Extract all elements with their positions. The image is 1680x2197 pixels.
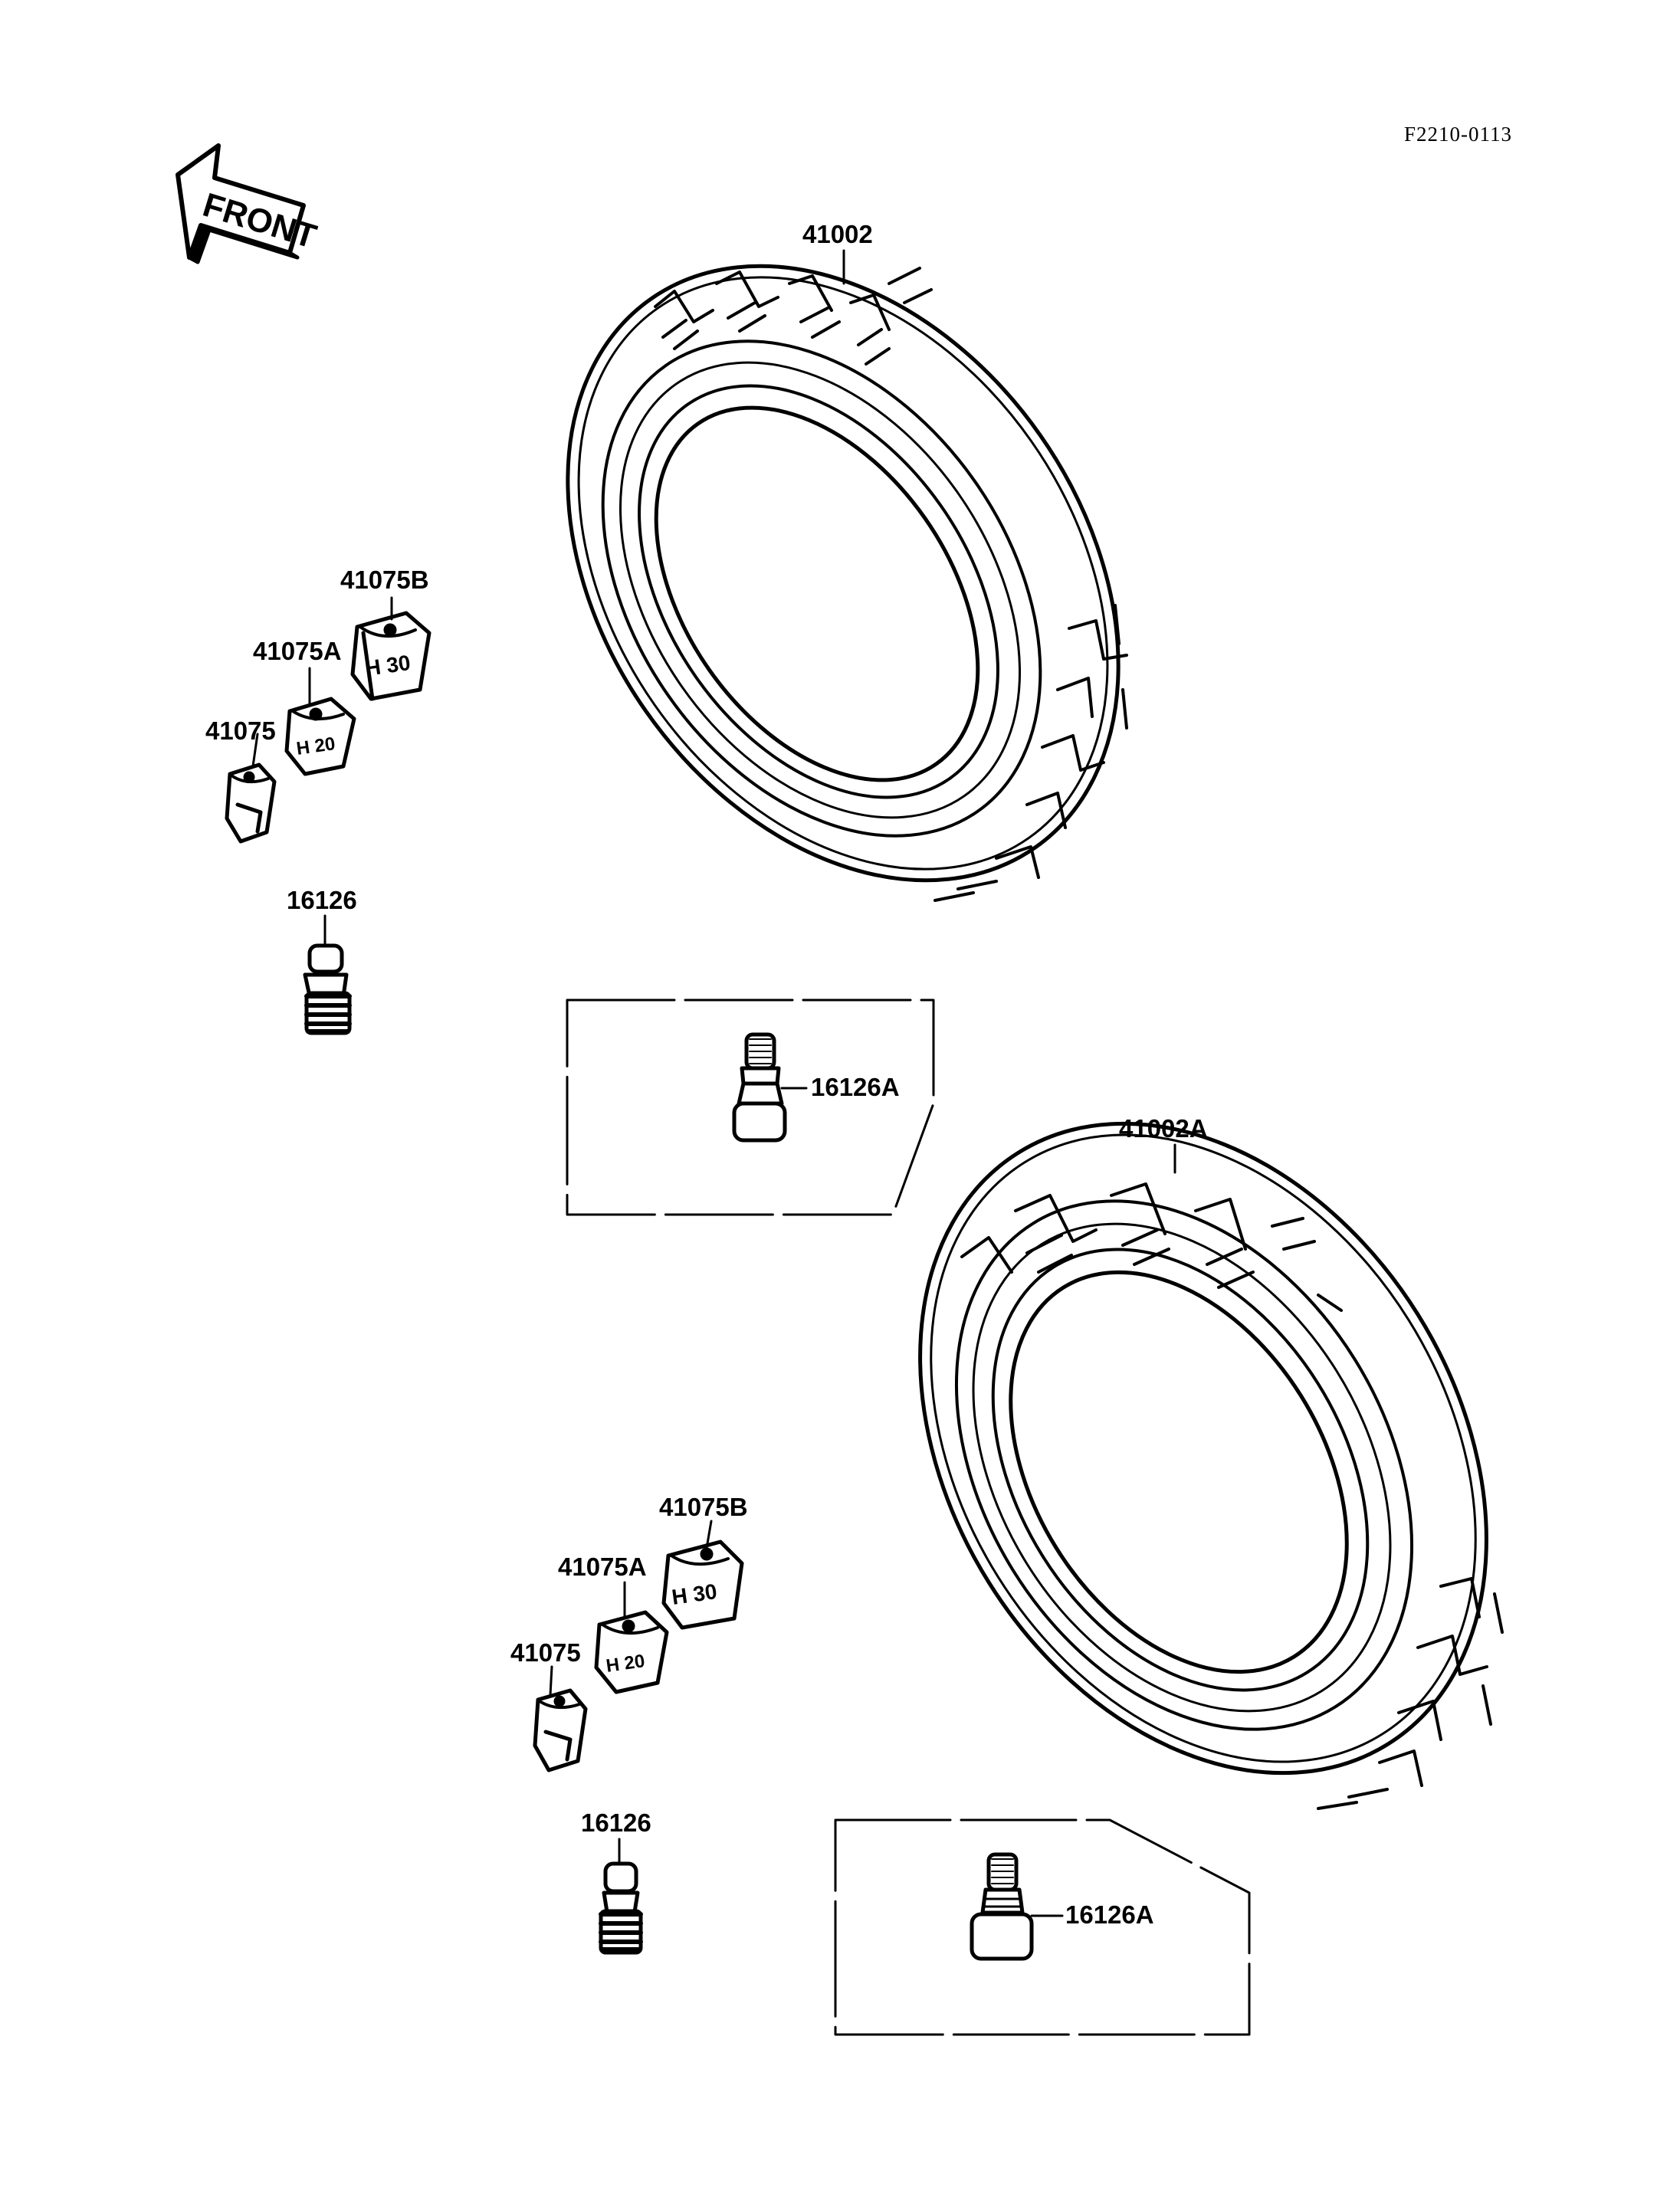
front-valve-16126 — [303, 914, 352, 1035]
front-valve-alt-label: 16126A — [811, 1073, 900, 1101]
front-valve-label: 16126 — [287, 886, 357, 914]
front-weight-41075 — [225, 733, 277, 844]
rear-weight-41075 — [533, 1665, 588, 1772]
front-weight-b-label: 41075B — [340, 566, 429, 594]
rear-valve-alt-label: 16126A — [1065, 1900, 1154, 1929]
drawing-code: F2210-0113 — [1404, 123, 1513, 146]
rear-weight-41075a: H 20 — [594, 1581, 669, 1694]
front-arrow-icon: FRONT — [176, 143, 320, 264]
front-weight-41075a: H 20 — [284, 667, 356, 776]
rear-valve-label: 16126 — [581, 1808, 651, 1837]
front-weight-a-label: 41075A — [253, 637, 342, 665]
front-weight-label: 41075 — [205, 716, 276, 745]
front-weight-41075b: H 30 — [350, 596, 431, 701]
front-valve-16126a-box — [566, 998, 935, 1216]
rear-weight-b-label: 41075B — [659, 1493, 748, 1521]
rear-weight-41075b: H 30 — [661, 1520, 744, 1630]
front-tire-label: 41002 — [802, 220, 873, 248]
rear-weight-label: 41075 — [510, 1638, 581, 1667]
rear-valve-16126 — [599, 1838, 643, 1955]
rear-weight-a-label: 41075A — [558, 1553, 647, 1581]
rear-tire-41002a: 41002A — [918, 1114, 1504, 1810]
rear-tire-label: 41002A — [1119, 1114, 1208, 1143]
rear-valve-16126a-box — [834, 1818, 1251, 2036]
front-tire-41002: 41002 — [566, 220, 1128, 902]
